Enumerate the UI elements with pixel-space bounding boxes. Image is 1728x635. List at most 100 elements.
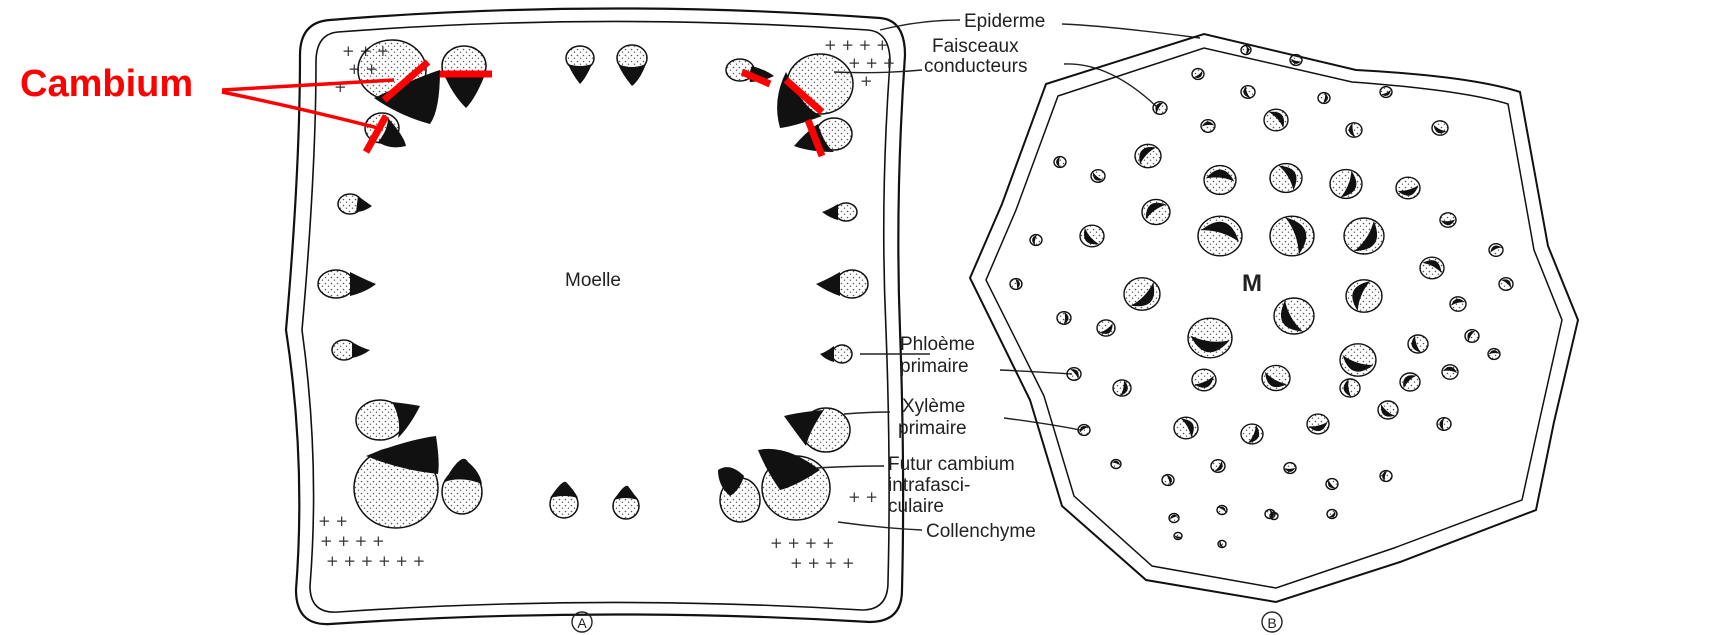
label-futur-1: Futur cambium [888,454,1015,475]
monocot-bundle [1465,330,1479,343]
monocot-bundle [1030,235,1042,246]
monocot-bundle [1318,93,1330,104]
monocot-bundle [1162,475,1174,486]
svg-text:+ + + + + +: + + + + + + [326,552,425,570]
monocot-bundle [1211,460,1225,473]
monocot-bundle [1274,298,1314,334]
bundle-xylem [618,64,646,86]
diagram-b-monocot-stem: M B [970,34,1578,632]
monocot-bundle [1057,312,1071,325]
svg-text:+: + [334,78,347,96]
bundle-phloem [318,270,354,298]
label-xyleme-2: primaire [898,418,967,439]
monocot-bundle [1010,279,1022,290]
monocot-bundle [1440,213,1456,227]
monocot-bundle [1153,102,1167,115]
monocot-bundle [1067,368,1081,381]
figure-mark-a: A [577,615,587,631]
monocot-bundle [1188,318,1232,358]
monocot-bundle [1174,417,1198,439]
monocot-bundle [1499,278,1513,291]
bundle-xylem [350,272,376,296]
bundle-xylem [822,204,838,220]
monocot-bundle [1432,121,1448,135]
monocot-bundle [1241,46,1251,55]
svg-text:+ + + +: + + + + [824,36,889,54]
monocot-bundle [1346,123,1362,137]
monocot-bundle [1380,471,1392,482]
label-faisceaux-2: conducteurs [924,56,1028,77]
monocot-bundle [1217,506,1227,515]
monocot-bundle [1270,164,1302,193]
monocot-bundle [1270,512,1278,519]
monocot-bundle [1327,510,1337,519]
svg-text:+ + + +: + + + + [790,554,855,572]
monocot-bundle [1201,120,1215,133]
svg-text:+ + + +: + + + + [320,532,385,550]
monocot-bundle [1078,425,1090,436]
label-futur-2: intrafasci- [888,475,970,496]
monocot-bundle [1192,369,1216,391]
monocot-bundle [1241,424,1263,444]
bundle-xylem [356,196,372,212]
monocot-bundle [1378,401,1398,419]
monocot-bundle [1174,532,1182,539]
monocot-bundle [1111,460,1121,469]
monocot-bundle [1124,278,1160,310]
svg-text:+ + + +: + + + + [770,534,835,552]
label-xyleme-1: Xylème [902,396,965,417]
monocot-bundle [1307,414,1329,434]
monocot-bundle [1489,244,1503,257]
monocot-bundle [1204,166,1236,195]
bundle-xylem [820,346,834,362]
bundle-phloem [836,270,868,298]
label-futur-3: culaire [888,496,944,517]
monocot-bundle [1330,170,1362,199]
monocot-bundle [1344,218,1384,254]
monocot-bundle [1218,540,1226,547]
cambium-label: Cambium [20,63,193,105]
bundle-xylem [352,342,370,358]
monocot-bundle [1091,170,1105,183]
monocot-bundle [1284,463,1296,474]
monocot-bundle [1290,55,1302,66]
figure-mark-b: B [1267,615,1276,631]
monocot-bundle [1396,177,1420,199]
monocot-bundle [1169,514,1179,523]
monocot-bundle [1142,199,1170,224]
monocot-bundle [1326,479,1338,490]
monocot-bundle [1450,297,1466,311]
svg-text:+ + +: + + + [848,54,895,72]
monocot-bundle [1346,280,1382,312]
monocot-bundle [1340,344,1376,376]
bundle-xylem [568,64,592,84]
monocot-bundle [1241,86,1255,99]
monocot-bundle [1192,69,1204,80]
label-phloeme-2: primaire [900,356,969,377]
monocot-bundle [1408,335,1428,353]
monocot-bundle [1135,144,1161,167]
label-phloeme-1: Phloème [900,334,975,355]
monocot-bundle [1270,216,1314,256]
monocot-bundle [1264,109,1288,131]
diagram-a-center-label: Moelle [565,270,621,291]
monocot-bundle [1262,365,1290,390]
monocot-bundle [1113,380,1131,396]
monocot-bundle [1400,373,1420,391]
diagram-b-center-label: M [1242,270,1262,297]
label-collenchyme: Collenchyme [926,521,1036,542]
svg-text:+ +: + + [318,512,348,530]
bundle-xylem [816,272,840,296]
monocot-bundle [1054,157,1066,168]
monocot-bundle [1380,87,1392,98]
bundle-phloem [832,345,852,363]
monocot-bundle [1488,349,1500,360]
monocot-bundle [1340,379,1360,397]
bundle-xylem [550,482,578,498]
label-epiderme: Epiderme [964,11,1045,32]
monocot-bundle [1097,320,1115,336]
monocot-bundle [1437,418,1451,431]
label-faisceaux-1: Faisceaux [932,36,1019,57]
svg-text:+ +: + + [848,488,878,506]
